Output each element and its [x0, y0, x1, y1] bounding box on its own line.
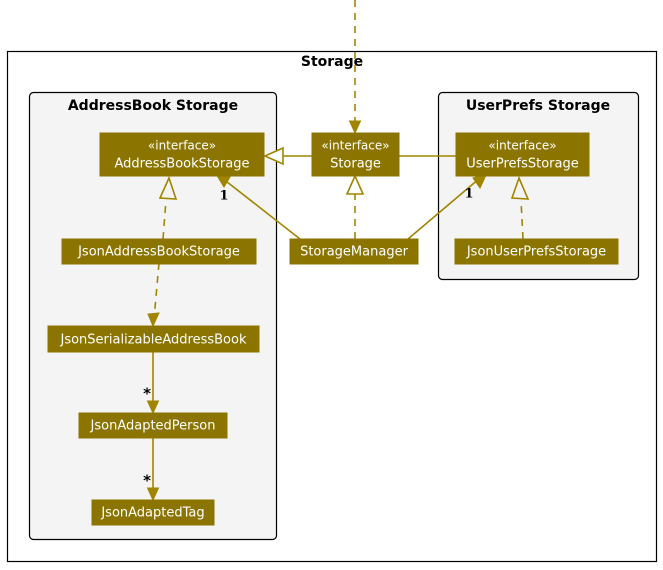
package-title-userprefs-storage: UserPrefs Storage [466, 98, 610, 114]
class-box-addressbookstorage[interactable]: «interface» AddressBookStorage [99, 132, 265, 177]
multiplicity-storagemanager-addressbookstorage: 1 [219, 189, 228, 204]
class-box-jsonaddressbookstorage[interactable]: JsonAddressBookStorage [61, 238, 257, 265]
class-name-jsonadaptedperson: JsonAdaptedPerson [90, 419, 216, 434]
class-box-jsonadaptedperson[interactable]: JsonAdaptedPerson [78, 412, 228, 439]
class-rect-userprefsstorage [455, 132, 590, 177]
class-name-jsonadaptedtag: JsonAdaptedTag [100, 506, 204, 521]
class-name-storage: Storage [330, 157, 381, 172]
class-name-storagemanager: StorageManager [300, 245, 409, 260]
class-name-jsonuserprefsstorage: JsonUserPrefsStorage [466, 245, 606, 260]
class-rect-jsonuserprefsstorage [454, 238, 619, 265]
arrowhead-storagemanager-to-storage [345, 174, 365, 195]
class-rect-jsonadaptedperson [78, 412, 228, 439]
class-rect-jsonserializableaddressbook [47, 325, 260, 353]
class-box-jsonadaptedtag[interactable]: JsonAdaptedTag [91, 499, 215, 526]
package-title-storage: Storage [301, 54, 363, 70]
arrowhead-jsonserializableaddressbook-to-jsonadaptedperson [146, 400, 160, 415]
class-stereotype-addressbookstorage: «interface» [148, 139, 216, 153]
class-rect-storage [311, 132, 400, 177]
class-box-jsonuserprefsstorage[interactable]: JsonUserPrefsStorage [454, 238, 619, 265]
arrowhead-jsonuserprefsstorage-to-userprefsstorage [510, 175, 530, 200]
arrowhead-jsonadaptedperson-to-jsonadaptedtag [146, 487, 160, 502]
multiplicity-storagemanager-userprefsstorage: 1 [464, 187, 473, 202]
class-stereotype-storage: «interface» [321, 139, 389, 153]
multiplicity-serializable-person: * [143, 385, 151, 403]
class-name-jsonaddressbookstorage: JsonAddressBookStorage [77, 245, 240, 260]
class-rect-addressbookstorage [99, 132, 265, 177]
edge-storagemanager-to-userprefsstorage [407, 177, 481, 240]
class-name-userprefsstorage: UserPrefsStorage [466, 157, 579, 172]
class-box-userprefsstorage[interactable]: «interface» UserPrefsStorage [455, 132, 590, 177]
class-name-addressbookstorage: AddressBookStorage [115, 157, 250, 172]
package-title-addressbook-storage: AddressBook Storage [68, 98, 238, 114]
class-rect-jsonadaptedtag [91, 499, 215, 526]
class-stereotype-userprefsstorage: «interface» [488, 139, 556, 153]
edge-jsonaddressbookstorage-to-addressbookstorage [162, 199, 167, 240]
arrowhead-jsonaddressbookstorage-to-jsonserializableaddressbook [147, 312, 160, 328]
class-rect-storagemanager [289, 238, 419, 265]
arrowhead-jsonaddressbookstorage-to-addressbookstorage [158, 175, 178, 200]
edge-storagemanager-to-addressbookstorage [221, 177, 301, 240]
arrowhead-storage-to-addressbookstorage [263, 146, 284, 166]
edge-jsonaddressbookstorage-to-jsonserializableaddressbook [153, 262, 160, 320]
arrowhead-external-to-storage [348, 120, 362, 135]
class-box-jsonserializableaddressbook[interactable]: JsonSerializableAddressBook [47, 325, 260, 353]
edge-jsonuserprefsstorage-to-userprefsstorage [520, 199, 524, 240]
class-name-jsonserializableaddressbook: JsonSerializableAddressBook [60, 333, 247, 348]
class-rect-jsonaddressbookstorage [61, 238, 257, 265]
multiplicity-person-tag: * [143, 472, 151, 490]
class-box-storage[interactable]: «interface» Storage [311, 132, 400, 177]
class-box-storagemanager[interactable]: StorageManager [289, 238, 419, 265]
